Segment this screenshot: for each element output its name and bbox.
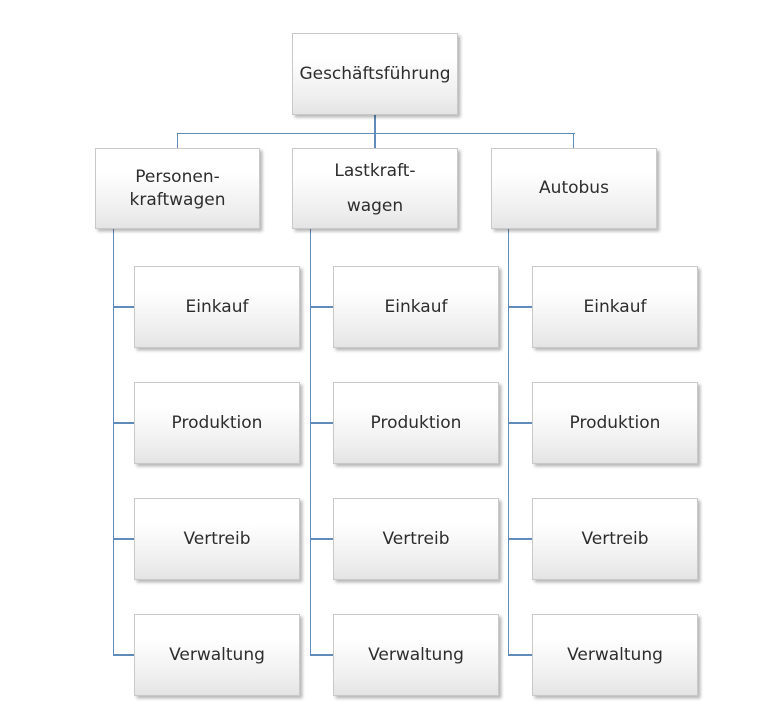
node-label: Verwaltung [169, 644, 265, 665]
node-label: Autobus [539, 178, 609, 199]
connector-root-stem [374, 115, 376, 133]
connector-stub-pkw-vertreib [113, 538, 134, 540]
node-label: Vertreib [581, 528, 649, 549]
connector-drop-pkw [176, 132, 178, 148]
connector-stub-pkw-einkauf [113, 306, 134, 308]
connector-spine-autobus [507, 229, 510, 656]
node-label: Produktion [569, 412, 661, 433]
node-label: Verwaltung [567, 644, 663, 665]
node-label: Produktion [171, 412, 263, 433]
node-autobus-vertreib: Vertreib [532, 498, 698, 580]
node-autobus-einkauf: Einkauf [532, 266, 698, 348]
connector-stub-lkw-einkauf [310, 306, 333, 308]
connector-stub-pkw-produktion [113, 422, 134, 424]
connector-stub-lkw-verwaltung [310, 654, 333, 656]
node-lkw-verwaltung: Verwaltung [333, 614, 499, 696]
node-label: Vertreib [382, 528, 450, 549]
connector-stub-lkw-produktion [310, 422, 333, 424]
node-label: Personen- kraftwagen [129, 167, 226, 210]
node-pkw-vertreib: Vertreib [134, 498, 300, 580]
connector-drop-lkw [374, 132, 376, 148]
connector-stub-autobus-verwaltung [508, 654, 532, 656]
connector-stub-pkw-verwaltung [113, 654, 134, 656]
node-lkw-produktion: Produktion [333, 382, 499, 464]
connector-spine-lkw [309, 229, 312, 656]
node-pkw-produktion: Produktion [134, 382, 300, 464]
connector-stub-autobus-produktion [508, 422, 532, 424]
node-autobus-produktion: Produktion [532, 382, 698, 464]
node-lkw-vertreib: Vertreib [333, 498, 499, 580]
node-geschaeftsfuehrung: Geschäftsführung [292, 33, 458, 115]
node-label: Verwaltung [368, 644, 464, 665]
node-pkw-verwaltung: Verwaltung [134, 614, 300, 696]
connector-stub-autobus-einkauf [508, 306, 532, 308]
node-label: Einkauf [384, 296, 448, 317]
node-label: Vertreib [183, 528, 251, 549]
node-label: Einkauf [583, 296, 647, 317]
connector-stub-lkw-vertreib [310, 538, 333, 540]
node-label: Lastkraft- wagen [334, 160, 416, 216]
node-autobus-verwaltung: Verwaltung [532, 614, 698, 696]
node-label: Einkauf [185, 296, 249, 317]
node-label: Geschäftsführung [299, 63, 451, 84]
connector-drop-autobus [572, 132, 575, 148]
node-autobus: Autobus [491, 148, 657, 229]
connector-spine-pkw [112, 229, 115, 656]
node-lastkraftwagen: Lastkraft- wagen [292, 148, 458, 229]
node-label: Produktion [370, 412, 462, 433]
node-pkw-einkauf: Einkauf [134, 266, 300, 348]
node-lkw-einkauf: Einkauf [333, 266, 499, 348]
connector-stub-autobus-vertreib [508, 538, 532, 540]
node-personenkraftwagen: Personen- kraftwagen [95, 148, 260, 229]
